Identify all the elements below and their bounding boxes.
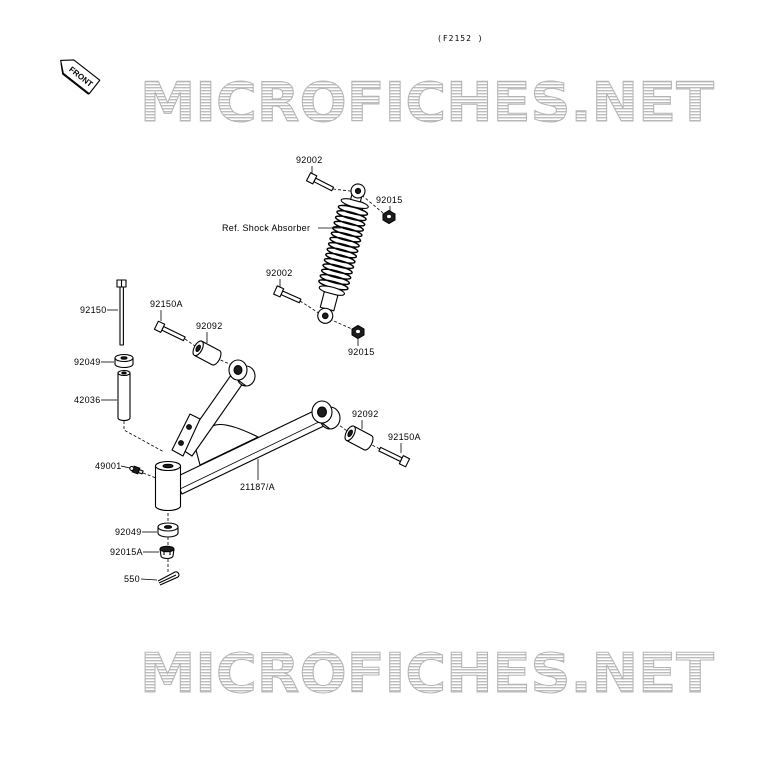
cotter-pin [157, 571, 180, 586]
label-shock-bolt-upper: 92002 [296, 155, 323, 165]
label-a-arm: 21187/A [240, 482, 275, 492]
label-arm-bolt-upper: 92150A [150, 299, 183, 309]
upper-eye-hole [233, 365, 243, 375]
assembly-line [123, 421, 165, 453]
label-shock-bolt-lower: 92002 [266, 268, 293, 278]
bracket-hole [178, 440, 184, 446]
grease-nipple [129, 465, 144, 475]
label-pivot-nut: 92015A [110, 547, 143, 557]
bolt-head [305, 172, 318, 185]
shock-top-eye-hole [354, 187, 362, 195]
a-arm [154, 359, 341, 512]
bolt-shaft [161, 325, 186, 342]
assembly-line [331, 419, 351, 434]
watermark-top: MICROFICHES.NET [140, 71, 714, 134]
bolt-shaft [313, 177, 335, 192]
sleeve-body [117, 373, 131, 422]
lower-eye-hole [317, 406, 327, 418]
label-pivot-sleeve: 42036 [74, 395, 101, 405]
nut-top [159, 545, 175, 553]
label-grease-nipple: 49001 [95, 461, 122, 471]
bolt-head [153, 320, 166, 333]
bracket-hole [186, 424, 192, 430]
bolt-shaft [280, 290, 302, 304]
shock-bottom-eye-hole [321, 312, 329, 320]
pivot-castle-nut [159, 545, 175, 560]
bushing-hole [195, 344, 201, 353]
arm-bushing-lower [344, 425, 374, 451]
label-arm-bushing-lower: 92092 [352, 409, 379, 419]
bolt-shaft [119, 286, 124, 346]
pivot-washer-upper [114, 353, 134, 369]
upper-eye-edge [237, 379, 247, 387]
a-arm-lower-tube-edge [179, 418, 326, 490]
shock-nut-upper [382, 209, 396, 225]
bolt-shaft [378, 446, 403, 463]
label-shock-absorber: Ref. Shock Absorber [222, 223, 310, 233]
sleeve-hole [121, 371, 127, 375]
pivot-bolt [116, 279, 127, 346]
washer-hole [120, 356, 128, 360]
diagram-code: (F2152 ) [437, 34, 484, 43]
leader-lines [101, 166, 402, 581]
assembly-line [184, 338, 199, 349]
pivot-cylinder-hole [162, 463, 174, 469]
nut-hole [356, 329, 360, 334]
bolt-head [398, 455, 411, 468]
a-arm-bracket [171, 413, 201, 457]
part-labels: 92002 92015 Ref. Shock Absorber 92002 92… [74, 155, 421, 584]
bushing-hole [347, 429, 353, 438]
cotter-pin-leg [158, 574, 177, 584]
front-arrow-edge [60, 63, 90, 95]
label-pivot-washer-lower: 92049 [115, 527, 142, 537]
arm-bushing-upper [192, 340, 222, 366]
label-pivot-bolt: 92150 [80, 305, 107, 315]
pivot-sleeve [117, 369, 131, 422]
label-arm-bolt-lower: 92150A [388, 432, 421, 442]
label-shock-nut-upper: 92015 [376, 195, 403, 205]
nut-hole [387, 214, 391, 219]
nipple-ball [129, 465, 135, 472]
arm-bolt-upper [153, 320, 186, 342]
shock-spring [318, 204, 369, 291]
washer-hole [164, 525, 172, 529]
leader-line [140, 578, 158, 581]
label-cotter-pin: 550 [124, 574, 140, 584]
arm-bolt-lower [378, 446, 411, 468]
shock-bolt-upper [305, 172, 335, 192]
assembly-line [142, 472, 157, 479]
pivot-cylinder [154, 465, 182, 512]
shock-lower-body [319, 291, 339, 312]
shock-nut-lower [351, 324, 365, 340]
shock-bolt-lower [273, 285, 302, 304]
label-pivot-washer-upper: 92049 [74, 357, 101, 367]
watermark-bottom: MICROFICHES.NET [140, 642, 714, 705]
bolt-head [273, 285, 285, 298]
label-shock-nut-lower: 92015 [348, 347, 375, 357]
leader-line [120, 465, 131, 469]
lower-eye-edge [321, 422, 331, 430]
front-arrow-icon: FRONT [60, 59, 101, 95]
shock-absorber [317, 183, 369, 324]
pivot-washer-lower [157, 522, 179, 538]
label-arm-bushing-upper: 92092 [196, 321, 223, 331]
front-arrow-shape [60, 59, 101, 95]
cotter-pin-shape [157, 571, 180, 586]
